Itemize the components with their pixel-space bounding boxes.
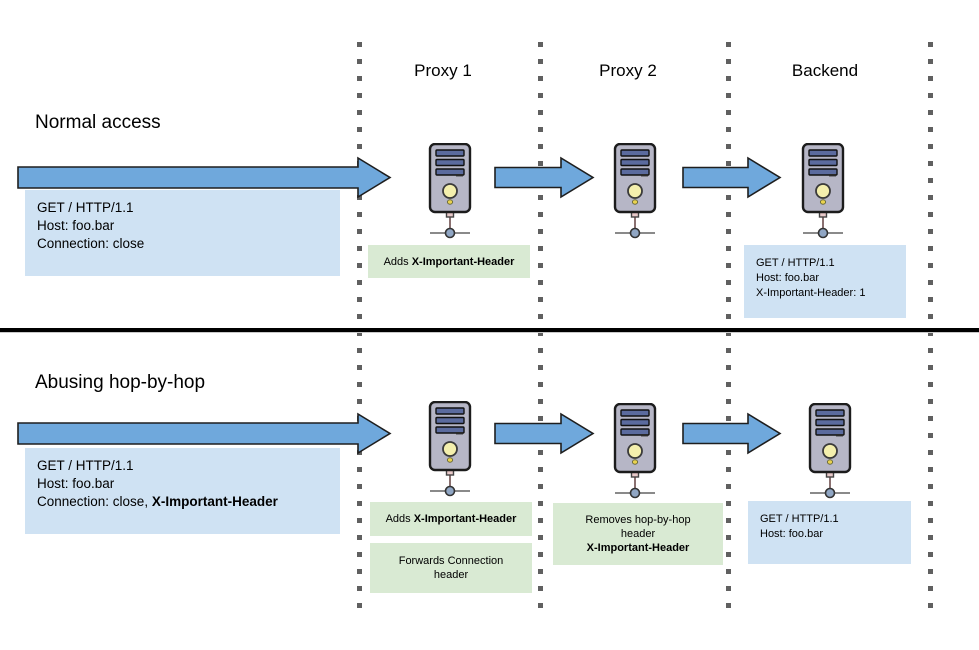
request-line: GET / HTTP/1.1 <box>37 458 134 473</box>
request-box-abuse-backend: GET / HTTP/1.1 Host: foo.bar <box>748 501 911 564</box>
note-box-proxy1-adds-header: Adds X-Important-Header <box>368 245 530 278</box>
request-line: Host: foo.bar <box>760 528 823 540</box>
request-box-normal-backend: GET / HTTP/1.1 Host: foo.bar X-Important… <box>744 245 906 318</box>
note-line: Removes hop-by-hop <box>585 514 691 526</box>
request-line: GET / HTTP/1.1 <box>37 200 134 215</box>
server-tower-icon <box>428 143 472 239</box>
section-title-normal-access: Normal access <box>35 112 161 133</box>
request-line: X-Important-Header: 1 <box>756 287 866 299</box>
note-line: header <box>620 528 656 540</box>
note-text: Adds <box>383 255 412 268</box>
note-line: X-Important-Header <box>553 541 723 555</box>
server-tower-icon <box>428 401 472 497</box>
server-tower-icon <box>613 143 657 239</box>
request-line-bold-header: X-Important-Header <box>151 494 278 509</box>
request-line-prefix: Connection: close, <box>37 494 152 509</box>
note-line: header <box>433 569 469 581</box>
server-tower-icon <box>801 143 845 239</box>
note-line: Forwards Connection <box>398 555 504 567</box>
column-label-proxy2: Proxy 2 <box>599 61 657 80</box>
request-box-normal-client: GET / HTTP/1.1 Host: foo.bar Connection:… <box>25 190 340 276</box>
request-arrow-client-to-proxy1 <box>17 412 392 455</box>
server-tower-icon <box>613 403 657 499</box>
scenario-divider-line <box>0 328 979 333</box>
column-label-backend: Backend <box>791 61 859 80</box>
column-label-proxy1: Proxy 1 <box>414 61 472 80</box>
request-arrow-proxy1-to-proxy2 <box>494 412 595 455</box>
note-line: Adds X-Important-Header <box>370 512 532 526</box>
request-line: Connection: close <box>37 236 145 251</box>
request-arrow-proxy2-to-backend <box>682 156 782 199</box>
request-arrow-client-to-proxy1 <box>17 156 392 199</box>
column-separator-dotted-line <box>538 42 543 608</box>
request-box-abuse-client: GET / HTTP/1.1 Host: foo.bar Connection:… <box>25 448 340 534</box>
request-line: Host: foo.bar <box>756 272 819 284</box>
note-box-proxy1-forwards-connection: Forwards Connection header <box>370 543 532 593</box>
request-line: Host: foo.bar <box>37 218 115 233</box>
column-separator-dotted-line <box>726 42 731 608</box>
request-line: GET / HTTP/1.1 <box>760 513 839 525</box>
note-box-proxy1-adds-header: Adds X-Important-Header <box>370 502 532 536</box>
request-arrow-proxy1-to-proxy2 <box>494 156 595 199</box>
note-line: Adds X-Important-Header <box>368 255 530 269</box>
section-title-abusing-hop-by-hop: Abusing hop-by-hop <box>35 372 206 393</box>
server-tower-icon <box>808 403 852 499</box>
request-arrow-proxy2-to-backend <box>682 412 782 455</box>
column-separator-dotted-line <box>357 42 362 608</box>
note-box-proxy2-removes-header: Removes hop-by-hop header X-Important-He… <box>553 503 723 565</box>
request-line: Host: foo.bar <box>37 476 115 491</box>
note-text: Adds <box>385 513 414 525</box>
column-separator-dotted-line <box>928 42 933 608</box>
note-bold-header: X-Important-Header <box>413 513 517 525</box>
request-line: Connection: close, X-Important-Header <box>37 493 340 511</box>
note-bold-header: X-Important-Header <box>411 255 515 268</box>
note-bold-header: X-Important-Header <box>586 542 690 554</box>
request-line: GET / HTTP/1.1 <box>756 257 835 269</box>
